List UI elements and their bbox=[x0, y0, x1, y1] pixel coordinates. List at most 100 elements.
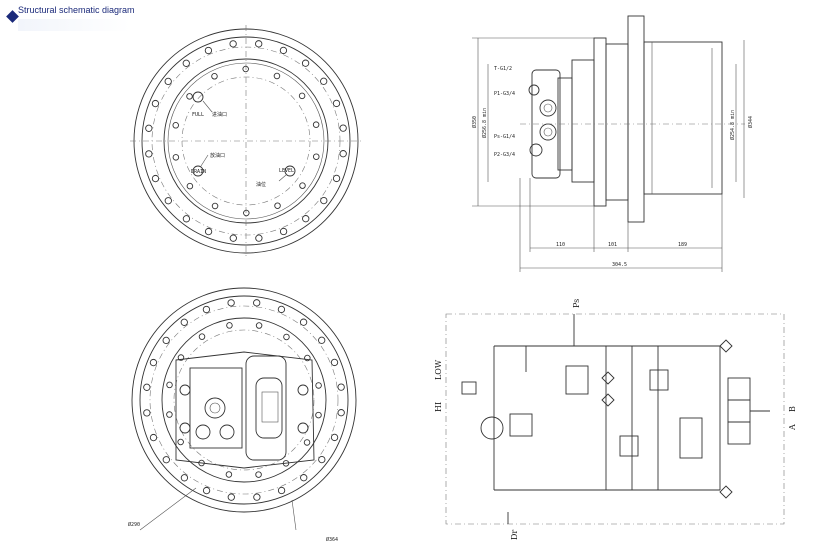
bolt-hole bbox=[225, 471, 233, 478]
front-view: FULL 进油口 放油口 DRAIN LEVEL 油位 bbox=[130, 25, 362, 257]
bolt-hole bbox=[339, 150, 347, 158]
bolt-hole bbox=[162, 336, 170, 345]
fill-label: FULL bbox=[192, 112, 204, 118]
bolt-hole bbox=[332, 99, 341, 108]
bolt-hole bbox=[298, 92, 306, 100]
bolt-hole bbox=[182, 59, 190, 67]
bolt-hole bbox=[255, 40, 263, 48]
bolt-hole bbox=[202, 486, 211, 495]
bolt-hole bbox=[149, 433, 158, 442]
page-header: Structural schematic diagram bbox=[0, 0, 817, 31]
bolt-hole bbox=[180, 474, 189, 482]
bolt-hole bbox=[204, 227, 213, 236]
dr-label: Dr bbox=[510, 530, 519, 540]
bolt-hole bbox=[143, 383, 151, 391]
bolt-hole bbox=[145, 124, 153, 132]
bolt-hole bbox=[302, 215, 310, 223]
bolt-hole bbox=[277, 305, 286, 314]
b-label: B bbox=[788, 406, 797, 412]
bolt-hole bbox=[149, 358, 158, 367]
bolt-hole bbox=[330, 358, 339, 367]
bolt-hole bbox=[166, 381, 173, 389]
bolt-hole bbox=[330, 433, 339, 442]
bolt-hole bbox=[227, 299, 235, 307]
dim-left-a: Ø350 bbox=[471, 116, 478, 128]
level-label-cn: 油位 bbox=[256, 181, 266, 188]
inner-bolt-holes bbox=[172, 65, 320, 217]
bolt-hole bbox=[172, 122, 179, 129]
fill-port bbox=[192, 91, 204, 103]
bolt-hole bbox=[164, 197, 172, 205]
bolt-hole bbox=[255, 234, 263, 242]
bolt-hole bbox=[162, 456, 170, 464]
port-p2-label: P2-G3/4 bbox=[494, 152, 515, 158]
bolt-hole bbox=[164, 77, 172, 86]
header-underline bbox=[18, 19, 130, 31]
bolt-hole bbox=[320, 196, 328, 205]
bolt-hole bbox=[243, 209, 250, 217]
port-p1-label: P1-G3/4 bbox=[494, 91, 515, 97]
bolt-hole bbox=[283, 333, 290, 341]
low-label: LOW bbox=[434, 359, 443, 380]
bolt-hole bbox=[255, 322, 263, 329]
bolt-hole bbox=[227, 493, 235, 501]
drain-label: DRAIN bbox=[191, 169, 206, 175]
dim-d364: Ø364 bbox=[326, 536, 338, 543]
bolt-hole bbox=[332, 174, 341, 183]
bolt-hole bbox=[279, 46, 288, 55]
bolt-hole bbox=[242, 65, 249, 73]
dim-right-a: Ø254.8 min bbox=[729, 110, 736, 140]
side-view: T-G1/2 P1-G3/4 Ps-G1/4 P2-G3/4 Ø350 Ø256… bbox=[471, 15, 754, 272]
port-ps-label: Ps-G1/4 bbox=[494, 134, 515, 140]
bolt-hole bbox=[312, 121, 320, 128]
hydraulic-schematic: Ps Dr HI LOW A B bbox=[434, 299, 797, 540]
drain-label-cn: 放油口 bbox=[210, 152, 225, 159]
bolt-hole bbox=[172, 154, 180, 161]
port-t-label: T-G1/2 bbox=[494, 66, 512, 72]
hydraulic-motor-icon bbox=[480, 416, 504, 440]
bolt-hole bbox=[229, 234, 237, 242]
bolt-hole bbox=[151, 174, 160, 183]
bolt-hole bbox=[299, 182, 306, 189]
bolt-hole bbox=[318, 455, 326, 464]
bolt-hole bbox=[253, 493, 261, 501]
bolt-hole bbox=[300, 474, 308, 482]
bolt-hole bbox=[304, 354, 311, 362]
bolt-hole bbox=[145, 150, 153, 158]
bolt-hole bbox=[337, 383, 345, 391]
dim-left-b: Ø256.8 min bbox=[481, 108, 488, 138]
hi-label: HI bbox=[434, 402, 443, 412]
bolt-hole bbox=[177, 354, 185, 361]
fill-label-cn: 进油口 bbox=[212, 111, 227, 118]
ps-label: Ps bbox=[572, 299, 581, 308]
bolt-hole bbox=[337, 409, 345, 417]
page-title: Structural schematic diagram bbox=[18, 5, 135, 15]
dim-189: 189 bbox=[678, 242, 687, 248]
bolt-hole bbox=[313, 153, 320, 160]
bolt-hole bbox=[180, 318, 188, 326]
bolt-hole bbox=[274, 202, 281, 209]
bolt-hole bbox=[177, 438, 184, 446]
dim-right-b: Ø344 bbox=[747, 116, 754, 128]
a-label: A bbox=[788, 424, 797, 431]
dim-d290: Ø290 bbox=[128, 521, 140, 528]
bolt-hole bbox=[320, 77, 328, 85]
dim-total: 304.5 bbox=[612, 262, 627, 268]
bolt-hole bbox=[299, 318, 308, 326]
bolt-hole bbox=[279, 227, 288, 236]
bolt-hole bbox=[255, 471, 262, 478]
bolt-hole bbox=[202, 305, 211, 314]
bolt-hole bbox=[186, 182, 194, 190]
rear-outer-bolt-holes bbox=[143, 299, 345, 501]
bolt-hole bbox=[204, 46, 213, 55]
bolt-hole bbox=[315, 411, 322, 419]
bolt-hole bbox=[303, 439, 311, 446]
bolt-hole bbox=[273, 72, 281, 80]
bolt-hole bbox=[301, 59, 310, 67]
bolt-hole bbox=[253, 299, 261, 307]
bolt-hole bbox=[226, 322, 233, 329]
bolt-hole bbox=[315, 382, 322, 389]
outer-bolt-holes bbox=[145, 40, 347, 242]
bolt-hole bbox=[211, 202, 219, 210]
